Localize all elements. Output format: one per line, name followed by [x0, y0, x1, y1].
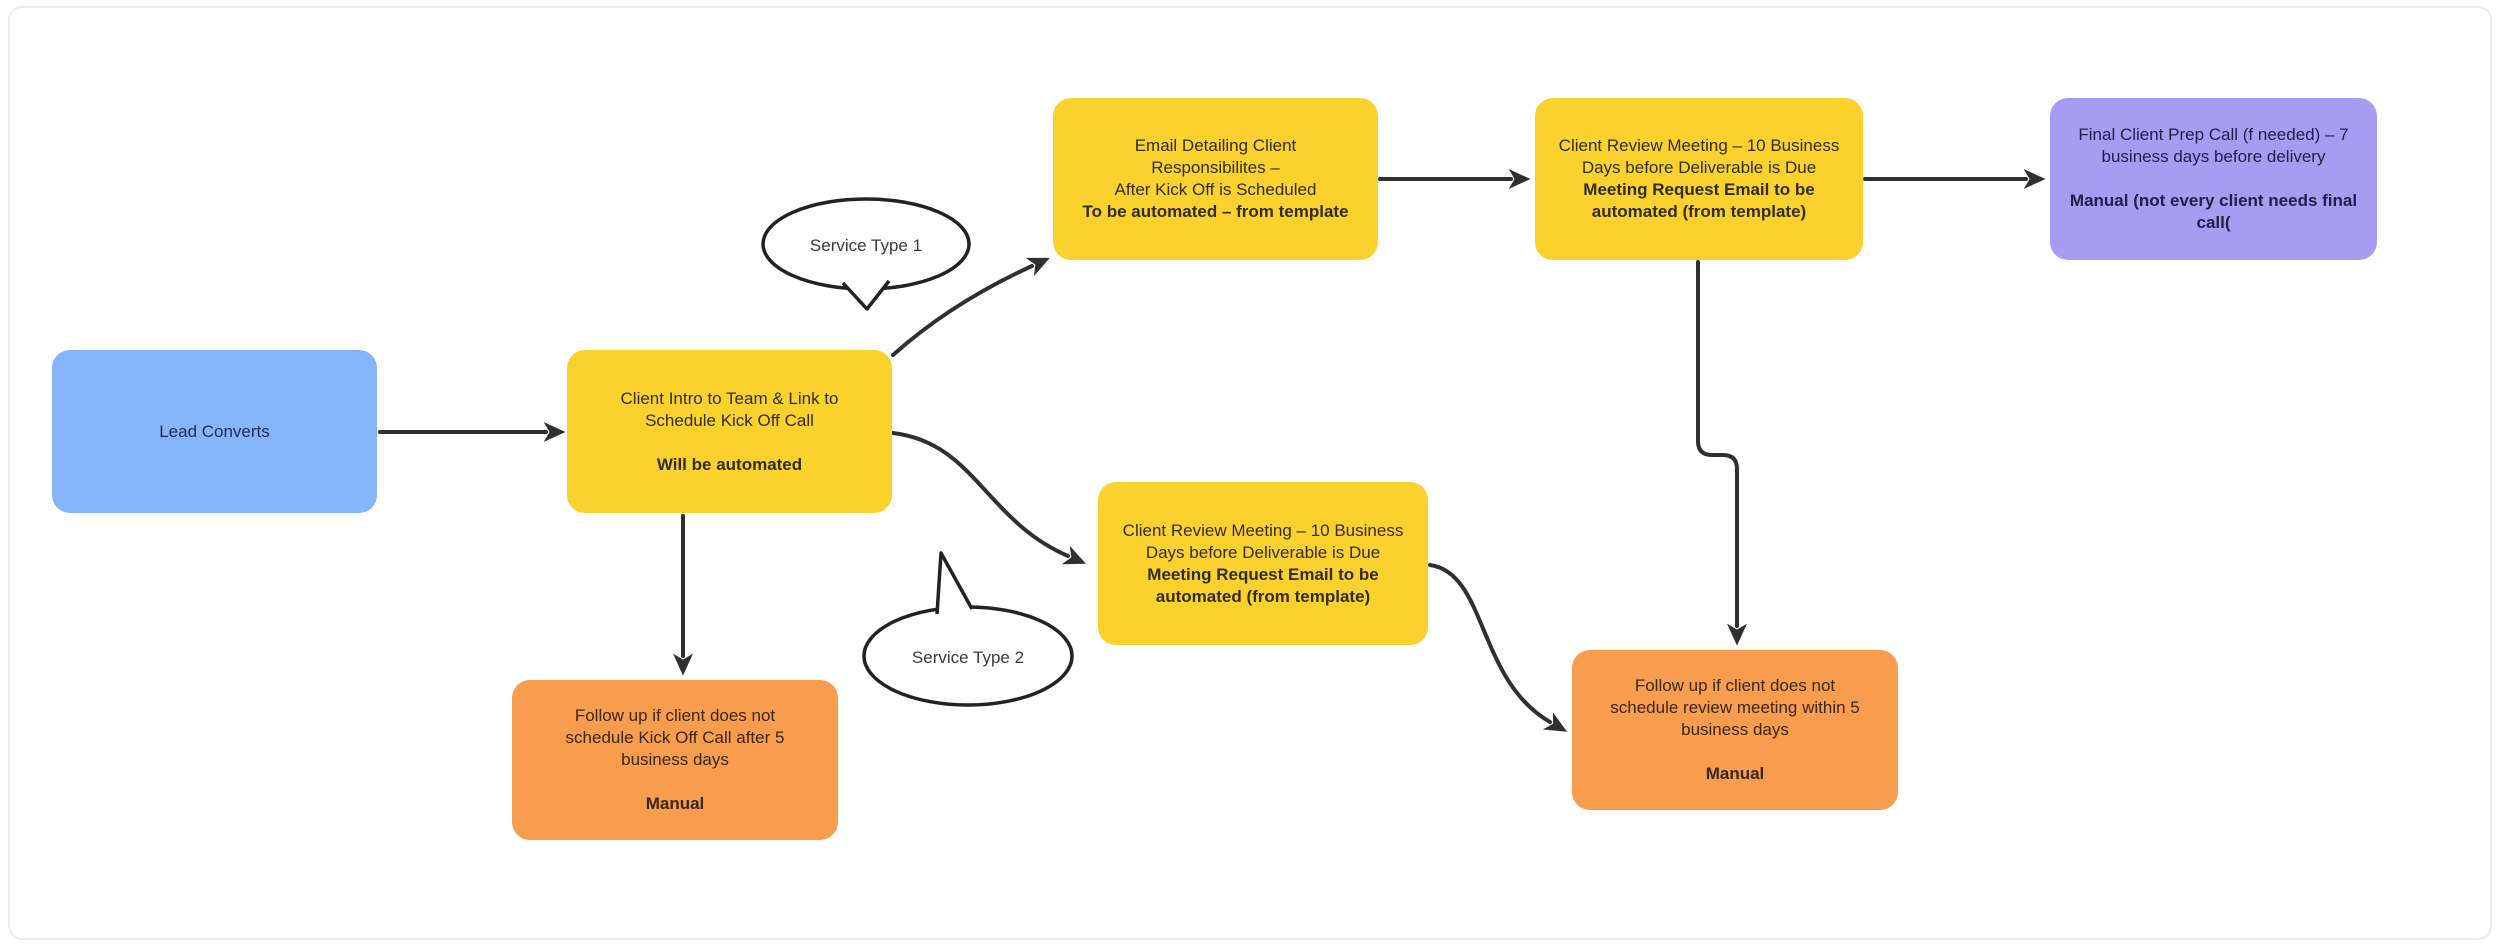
node-label: Final Client Prep Call (f needed) – 7 bu… [2078, 125, 2349, 166]
node-review-meeting-service1[interactable]: Client Review Meeting – 10 Business Days… [1535, 98, 1863, 260]
node-label: Lead Converts [159, 421, 270, 441]
node-client-intro[interactable]: Client Intro to Team & Link to Schedule … [567, 350, 892, 513]
node-bold-label: Will be automated [656, 454, 803, 474]
node-bold-label: Meeting Request Email to be automated (f… [1583, 180, 1815, 221]
node-review-meeting-service2[interactable]: Client Review Meeting – 10 Business Days… [1098, 482, 1428, 645]
node-followup-review[interactable]: Follow up if client does not schedule re… [1572, 650, 1898, 810]
edge-review2-to-followup-review[interactable] [1428, 563, 1567, 732]
node-bold-label: Meeting Request Email to be automated (f… [1147, 564, 1379, 606]
node-followup-kickoff[interactable]: Follow up if client does not schedule Ki… [512, 680, 838, 840]
node-email-responsibilities[interactable]: Email Detailing Client Responsibilites –… [1053, 98, 1378, 260]
node-label: Client Review Meeting – 10 Business Days… [1558, 136, 1840, 177]
label-service-type-2: Service Type 2 [911, 648, 1025, 667]
node-label: Client Review Meeting – 10 Business Days… [1122, 520, 1404, 562]
edge-intro-to-email[interactable] [891, 257, 1050, 357]
node-bold-label: To be automated – from template [1082, 202, 1349, 221]
node-label: Email Detailing Client Responsibilites –… [1114, 136, 1317, 199]
node-bold-label: Manual [645, 794, 705, 813]
node-label: Follow up if client does not schedule re… [1610, 676, 1860, 739]
edge-review1-to-followup-review[interactable] [1696, 260, 1747, 646]
node-final-prep-call[interactable]: Final Client Prep Call (f needed) – 7 bu… [2050, 98, 2377, 260]
node-lead-converts[interactable]: Lead Converts [52, 350, 377, 513]
edge-intro-to-review2[interactable] [891, 431, 1086, 565]
label-service-type-1: Service Type 1 [809, 236, 923, 255]
node-label: Follow up if client does not schedule Ki… [565, 706, 785, 769]
node-bold-label: Manual (not every client needs final cal… [2069, 191, 2358, 232]
node-bold-label: Manual [1705, 764, 1765, 783]
node-label: Client Intro to Team & Link to Schedule … [620, 388, 839, 430]
